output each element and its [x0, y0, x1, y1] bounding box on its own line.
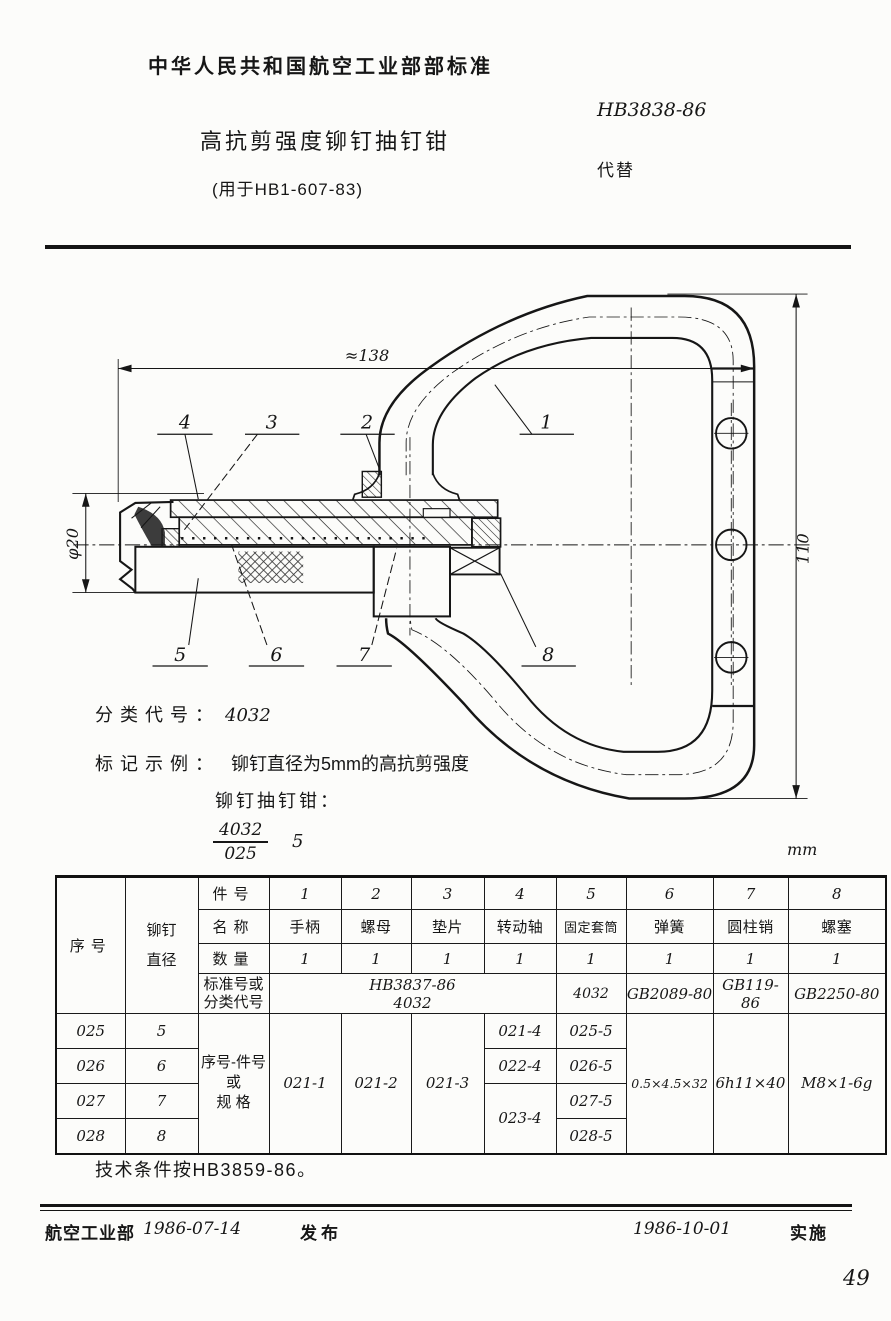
footer-issue-label: 发布 — [300, 1224, 342, 1243]
table-row: 027 7 023-4 027-5 — [55, 1083, 886, 1154]
dimension-height — [667, 293, 808, 799]
jaw-outline — [118, 500, 174, 594]
technical-drawing: ≈138 110 φ20 1 — [63, 293, 813, 800]
dimension-diameter — [72, 492, 204, 593]
screw-plug-section — [449, 546, 501, 576]
marking-example-line1: 标记示例： 铆钉直径为5mm的高抗剪强度 — [95, 750, 469, 776]
designation-fraction: 4032 025 — [213, 820, 269, 864]
sleeve-section-lower — [178, 516, 473, 546]
marking-example-text: 铆钉直径为5mm的高抗剪强度 — [231, 754, 470, 774]
callout-leaders — [152, 384, 576, 667]
label-name: 名称 — [197, 909, 270, 944]
label-standard: 标准号或 分类代号 — [197, 973, 270, 1014]
table-row-qty: 数量 1 1 1 1 1 1 1 1 — [56, 943, 887, 974]
callout-4: 4 — [178, 412, 191, 434]
footer-divider — [40, 1204, 852, 1207]
header-seq: 序号 — [55, 876, 126, 1014]
fraction-numerator: 4032 — [213, 820, 269, 843]
classification-label: 分类代号： — [95, 705, 220, 725]
document-subtitle: (用于HB1-607-83) — [212, 180, 363, 199]
dimension-height-label: 110 — [794, 533, 813, 564]
dimension-diameter-label: φ20 — [63, 528, 82, 560]
footer-divider-thin — [40, 1210, 852, 1211]
technical-note: 技术条件按HB3859-86。 — [95, 1160, 317, 1180]
header-divider — [45, 245, 851, 249]
table-row-standard: 标准号或 分类代号 HB3837-86 4032 4032 GB2089-80 … — [56, 973, 887, 1014]
footer-org: 航空工业部 — [45, 1224, 135, 1243]
label-spec: 序号-件号 或 规 格 — [197, 1013, 270, 1154]
table-row: 028 8 028-5 — [55, 1118, 886, 1154]
callout-6: 6 — [270, 644, 282, 666]
crosshatch-patch — [238, 551, 304, 584]
fraction-denominator: 025 — [224, 844, 257, 864]
callout-7: 7 — [358, 644, 371, 666]
hub-flange — [372, 545, 452, 618]
unit-label: mm — [787, 840, 818, 859]
handle-outer-contour — [378, 294, 756, 800]
parts-table: 序号 铆钉 直径 件号 1 2 3 4 5 6 7 8 名称 手柄 螺母 垫片 … — [55, 875, 887, 1155]
callout-3: 3 — [266, 412, 278, 434]
marking-example-line2: 铆钉抽钉钳： — [215, 791, 341, 811]
callout-1: 1 — [540, 412, 552, 434]
table-row: 025 5 序号-件号 或 规 格 021-1 021-2 021-3 021-… — [55, 1013, 887, 1154]
callout-2: 2 — [360, 412, 373, 434]
label-qty: 数量 — [197, 943, 270, 974]
standard-number: HB3838-86 — [597, 99, 707, 121]
replaces-label: 代替 — [597, 161, 635, 180]
footer-impl-label: 实施 — [790, 1224, 828, 1243]
document-title: 高抗剪强度铆钉抽钉钳 — [200, 129, 451, 154]
designation-size: 5 — [292, 831, 304, 852]
footer-issue-date: 1986-07-14 — [143, 1219, 242, 1239]
page-number: 49 — [843, 1266, 870, 1290]
detent-section — [471, 517, 502, 548]
callout-8: 8 — [542, 644, 554, 666]
marking-example-label: 标记示例： — [95, 754, 220, 774]
label-part-no: 件号 — [197, 876, 270, 910]
dimension-length-label: ≈138 — [345, 346, 389, 365]
handle-inner-contour — [431, 336, 714, 753]
header-rivet-dia: 铆钉 直径 — [124, 876, 199, 1014]
classification-line: 分类代号： 4032 — [95, 701, 271, 727]
footer-impl-date: 1986-10-01 — [633, 1219, 732, 1239]
table-row-part-no: 序号 铆钉 直径 件号 1 2 3 4 5 6 7 8 — [55, 876, 887, 1014]
classification-value: 4032 — [225, 705, 271, 726]
callout-5: 5 — [174, 644, 186, 666]
standard-span-cell: HB3837-86 4032 — [268, 973, 557, 1014]
dimension-length — [117, 358, 755, 502]
standard-org-title: 中华人民共和国航空工业部部标准 — [148, 56, 493, 78]
handle-tube-centerline — [405, 316, 734, 776]
table-row-names: 名称 手柄 螺母 垫片 转动轴 固定套筒 弹簧 圆柱销 螺塞 — [56, 909, 887, 944]
handle-and-body — [73, 294, 811, 800]
